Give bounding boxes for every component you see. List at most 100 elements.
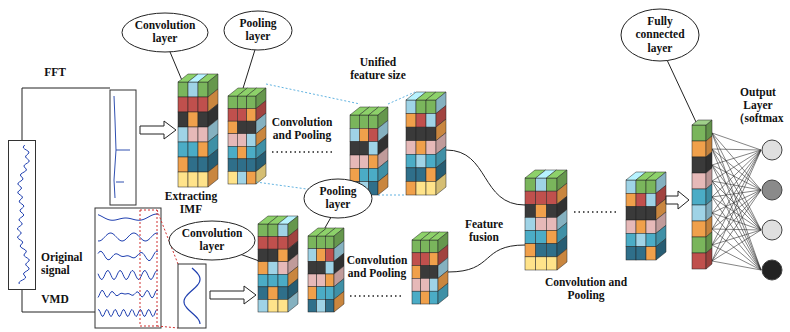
map-cell [325, 287, 334, 300]
map-cell [536, 244, 547, 257]
map-side [334, 291, 344, 312]
map-cell [228, 96, 237, 109]
map-side [256, 163, 266, 184]
feature-map [228, 88, 266, 184]
map-cell [421, 253, 430, 266]
map-cell [426, 100, 436, 114]
imf-wave [98, 290, 158, 298]
fc-cell [692, 189, 706, 205]
fc-side [706, 248, 712, 269]
map-cell [429, 240, 438, 253]
signal-label: Original signal [41, 251, 93, 277]
label-text: Convolution and Pooling [536, 276, 636, 302]
map-cell [646, 180, 656, 193]
fc-link [712, 165, 761, 190]
fc-cell [692, 173, 706, 189]
map-cell [268, 287, 278, 300]
imf-wave [98, 271, 158, 280]
map-cell [258, 224, 268, 237]
hollow-arrow [140, 121, 176, 139]
map-cell [426, 127, 436, 141]
fc-link [712, 150, 761, 261]
map-cell [278, 262, 288, 275]
map-cell [308, 236, 317, 249]
callout-ellipse: Pooling layer [223, 10, 293, 51]
map-cell [636, 233, 646, 246]
fc-link [712, 133, 761, 230]
feature-map [412, 232, 448, 304]
map-cell [406, 141, 416, 155]
map-cell [626, 220, 636, 233]
fc-top [692, 120, 712, 125]
map-cell [646, 233, 656, 246]
map-cell [325, 274, 334, 287]
map-side [288, 291, 298, 312]
feature-map [525, 170, 567, 270]
map-cell [536, 217, 547, 230]
map-cell [525, 204, 536, 217]
map-cell [247, 159, 256, 172]
map-cell [406, 100, 416, 114]
map-cell [308, 249, 317, 262]
map-cell [268, 299, 278, 312]
fc-cell [692, 141, 706, 157]
map-side [656, 239, 666, 260]
dots [350, 295, 402, 297]
map-cell [188, 142, 198, 157]
map-cell [228, 171, 237, 184]
map-cell [350, 155, 359, 168]
fc-cell [692, 253, 706, 269]
map-cell [258, 299, 268, 312]
imf-leader [157, 326, 178, 328]
fc-link [712, 245, 761, 270]
map-cell [406, 181, 416, 195]
map-cell [406, 168, 416, 182]
callout-ellipse: Fully connected layer [620, 8, 700, 62]
map-cell [178, 157, 188, 172]
map-cell [421, 266, 430, 279]
fc-cell [692, 125, 706, 141]
fusion-curve [448, 245, 525, 272]
map-cell [626, 193, 636, 206]
fc-cell [692, 237, 706, 253]
imf-wave [98, 251, 158, 261]
map-cell [416, 100, 426, 114]
map-cell [369, 155, 378, 168]
fft-box [110, 90, 136, 205]
map-cell [317, 261, 326, 274]
map-cell [228, 121, 237, 134]
map-cell [359, 168, 368, 181]
map-cell [228, 109, 237, 122]
map-cell [178, 97, 188, 112]
map-cell [426, 154, 436, 168]
map-cell [308, 287, 317, 300]
map-cell [237, 121, 246, 134]
map-cell [247, 134, 256, 147]
map-cell [178, 82, 188, 97]
map-cell [258, 237, 268, 250]
map-cell [412, 266, 421, 279]
fc-link [712, 190, 761, 229]
fc-link [712, 261, 761, 270]
map-cell [268, 249, 278, 262]
map-cell [247, 146, 256, 159]
signal-plot [9, 141, 35, 289]
map-cell [278, 287, 288, 300]
fc-link [712, 149, 761, 150]
map-cell [325, 249, 334, 262]
map-cell [317, 236, 326, 249]
map-cell [416, 114, 426, 128]
guide [388, 92, 415, 104]
map-cell [426, 168, 436, 182]
imf-wave [184, 268, 200, 324]
callout-tails [165, 40, 696, 262]
map-side [557, 249, 567, 270]
label-text: Convolution and Pooling [268, 116, 336, 142]
ellipsis-dots [272, 152, 618, 296]
map-cell [188, 172, 198, 187]
map-cell [421, 278, 430, 291]
map-cell [536, 178, 547, 191]
map-cell [525, 191, 536, 204]
map-side [208, 164, 218, 187]
map-cell [237, 171, 246, 184]
